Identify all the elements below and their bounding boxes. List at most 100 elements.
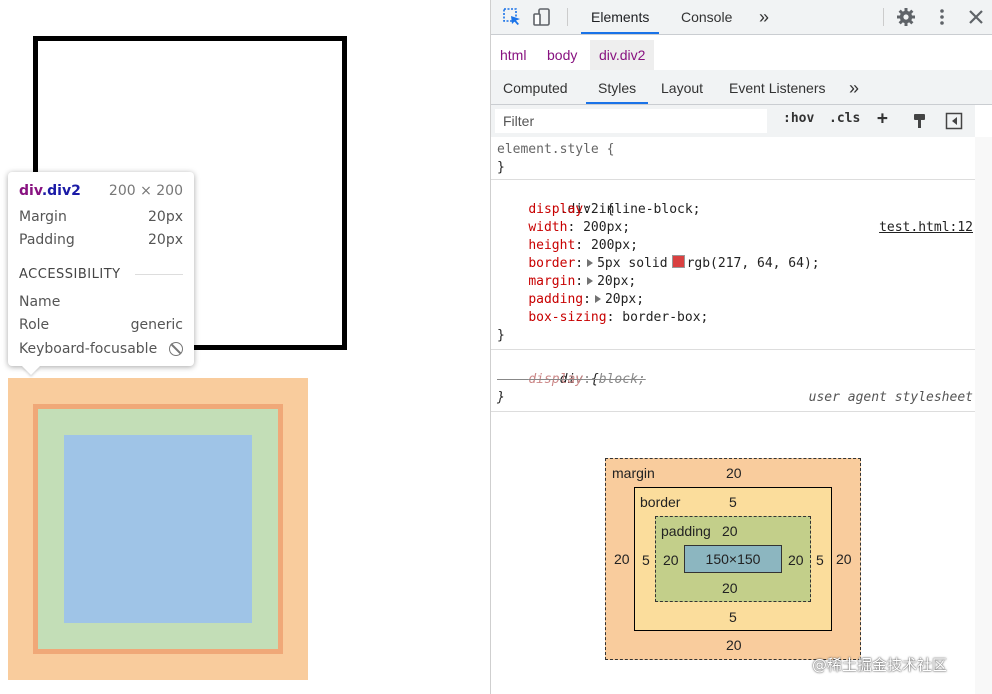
prop-value: inline-block;	[598, 202, 701, 217]
tooltip-name-row: Name	[19, 292, 183, 312]
rule-close: }	[497, 160, 505, 175]
ua-selector: div {	[559, 372, 599, 387]
prop-name: padding	[528, 292, 584, 307]
box-model-margin[interactable]: margin 20 20 20 20 border 5 5 5 5 paddin…	[605, 458, 861, 660]
expand-triangle-icon[interactable]	[594, 295, 601, 303]
device-toolbar-icon[interactable]	[532, 7, 552, 27]
padding-bottom-value[interactable]: 20	[722, 580, 738, 596]
tooltip-accessibility-heading: ACCESSIBILITY	[19, 266, 121, 282]
sidebar-tabs: Computed Styles Layout Event Listeners »	[491, 70, 992, 105]
prop-value: 20px;	[604, 292, 645, 307]
kebab-menu-icon[interactable]	[932, 7, 952, 27]
toolbar-separator	[883, 8, 884, 26]
watermark: @稀土掘金技术社区	[812, 656, 948, 674]
box-model-padding[interactable]: padding 20 20 20 20 150×150	[655, 516, 811, 602]
tooltip-arrow	[22, 366, 40, 375]
rule-source-link[interactable]: test.html:12	[879, 220, 973, 235]
ua-rule-header: div { user agent stylesheet	[491, 353, 975, 405]
border-bottom-value[interactable]: 5	[729, 609, 737, 625]
margin-label: margin	[612, 465, 655, 481]
decl-display[interactable]: display: inline-block;	[528, 202, 701, 217]
decl-ua-display: display: block;	[528, 372, 646, 387]
toolbar-separator	[567, 8, 568, 26]
element-style-selector[interactable]: element.style {	[497, 142, 615, 157]
tooltip-role-value: generic	[130, 317, 183, 333]
hover-state-button[interactable]: :hov	[783, 111, 815, 126]
tab-event-listeners[interactable]: Event Listeners	[729, 80, 826, 96]
border-right-value[interactable]: 5	[816, 552, 824, 568]
filter-input[interactable]	[495, 109, 767, 133]
styles-scrollbar[interactable]	[975, 137, 992, 694]
prop-value: 5px solid	[597, 256, 668, 271]
prop-name: width	[528, 220, 568, 235]
margin-top-value[interactable]: 20	[726, 465, 742, 481]
prop-name: display	[528, 202, 584, 217]
prop-value: block;	[598, 372, 646, 387]
breadcrumb: html body div.div2	[491, 40, 992, 71]
margin-left-value[interactable]: 20	[614, 551, 630, 567]
div2-rule: .div2 { test.html:12 display: inline-blo…	[491, 180, 975, 350]
tooltip-padding-value: 20px	[148, 232, 183, 248]
tab-layout[interactable]: Layout	[661, 80, 704, 96]
not-focusable-icon	[169, 342, 183, 356]
inspect-element-icon[interactable]	[502, 7, 522, 27]
prop-name: display	[528, 372, 584, 387]
box-model-diagram: margin 20 20 20 20 border 5 5 5 5 paddin…	[605, 458, 861, 660]
tab-elements[interactable]: Elements	[581, 0, 660, 34]
tab-console[interactable]: Console	[681, 9, 733, 25]
highlight-overlay-margin	[8, 378, 308, 680]
tooltip-tag: div	[19, 183, 42, 199]
tab-computed[interactable]: Computed	[503, 80, 568, 96]
tooltip-focus-row: Keyboard-focusable	[19, 339, 183, 359]
class-toggle-button[interactable]: .cls	[829, 111, 861, 126]
ua-source: user agent stylesheet	[808, 390, 973, 405]
breadcrumb-body[interactable]: body	[547, 47, 578, 63]
more-subtabs-button[interactable]: »	[849, 78, 860, 98]
rendered-page: div.div2 200 × 200 Margin 20px Padding 2…	[0, 0, 490, 694]
rule-close: }	[497, 390, 505, 405]
prop-value: rgb(217, 64, 64);	[686, 256, 820, 271]
padding-label: padding	[661, 523, 711, 539]
prop-value: 200px;	[583, 220, 631, 235]
padding-left-value[interactable]: 20	[663, 552, 679, 568]
element-style-rule: element.style { }	[491, 137, 975, 180]
prop-value: 20px;	[597, 274, 637, 289]
border-label: border	[640, 494, 681, 510]
tab-styles[interactable]: Styles	[586, 70, 649, 104]
paint-brush-icon[interactable]	[911, 112, 929, 130]
inspect-tooltip: div.div2 200 × 200 Margin 20px Padding 2…	[8, 172, 194, 375]
settings-gear-icon[interactable]	[896, 7, 916, 27]
toggle-sidebar-icon[interactable]	[945, 112, 963, 130]
padding-top-value[interactable]: 20	[722, 523, 738, 539]
decl-box-sizing[interactable]: box-sizing: border-box;	[528, 310, 709, 325]
close-icon[interactable]	[966, 7, 986, 27]
border-left-value[interactable]: 5	[642, 552, 650, 568]
expand-triangle-icon[interactable]	[587, 259, 594, 267]
prop-value: 200px;	[590, 238, 638, 253]
expand-triangle-icon[interactable]	[587, 277, 594, 285]
prop-name: border	[528, 256, 576, 271]
border-top-value[interactable]: 5	[729, 494, 737, 510]
decl-padding[interactable]: padding:20px;	[528, 292, 645, 307]
margin-bottom-value[interactable]: 20	[726, 637, 742, 653]
breadcrumb-html[interactable]: html	[500, 47, 527, 63]
rule-selector[interactable]: .div2 {	[559, 202, 615, 217]
decl-margin[interactable]: margin:20px;	[528, 274, 637, 289]
tooltip-name-label: Name	[19, 294, 61, 310]
decl-height[interactable]: height: 200px;	[528, 238, 638, 253]
decl-width[interactable]: width: 200px;	[528, 220, 631, 235]
more-tabs-button[interactable]: »	[759, 7, 770, 27]
tooltip-size: 200 × 200	[108, 183, 183, 199]
breadcrumb-div2[interactable]: div.div2	[590, 40, 655, 70]
box-model-border[interactable]: border 5 5 5 5 padding 20 20 20 20 150×1…	[634, 487, 832, 631]
prop-name: box-sizing	[528, 310, 607, 325]
tooltip-padding-label: Padding	[19, 232, 75, 248]
prop-name: height	[528, 238, 576, 253]
box-model-content[interactable]: 150×150	[684, 545, 782, 573]
padding-right-value[interactable]: 20	[788, 552, 804, 568]
color-swatch[interactable]	[671, 255, 685, 268]
margin-right-value[interactable]: 20	[836, 551, 852, 567]
devtools-panel: Elements Console » html body div.div2 Co…	[490, 0, 992, 694]
new-style-rule-button[interactable]: +	[877, 108, 888, 129]
